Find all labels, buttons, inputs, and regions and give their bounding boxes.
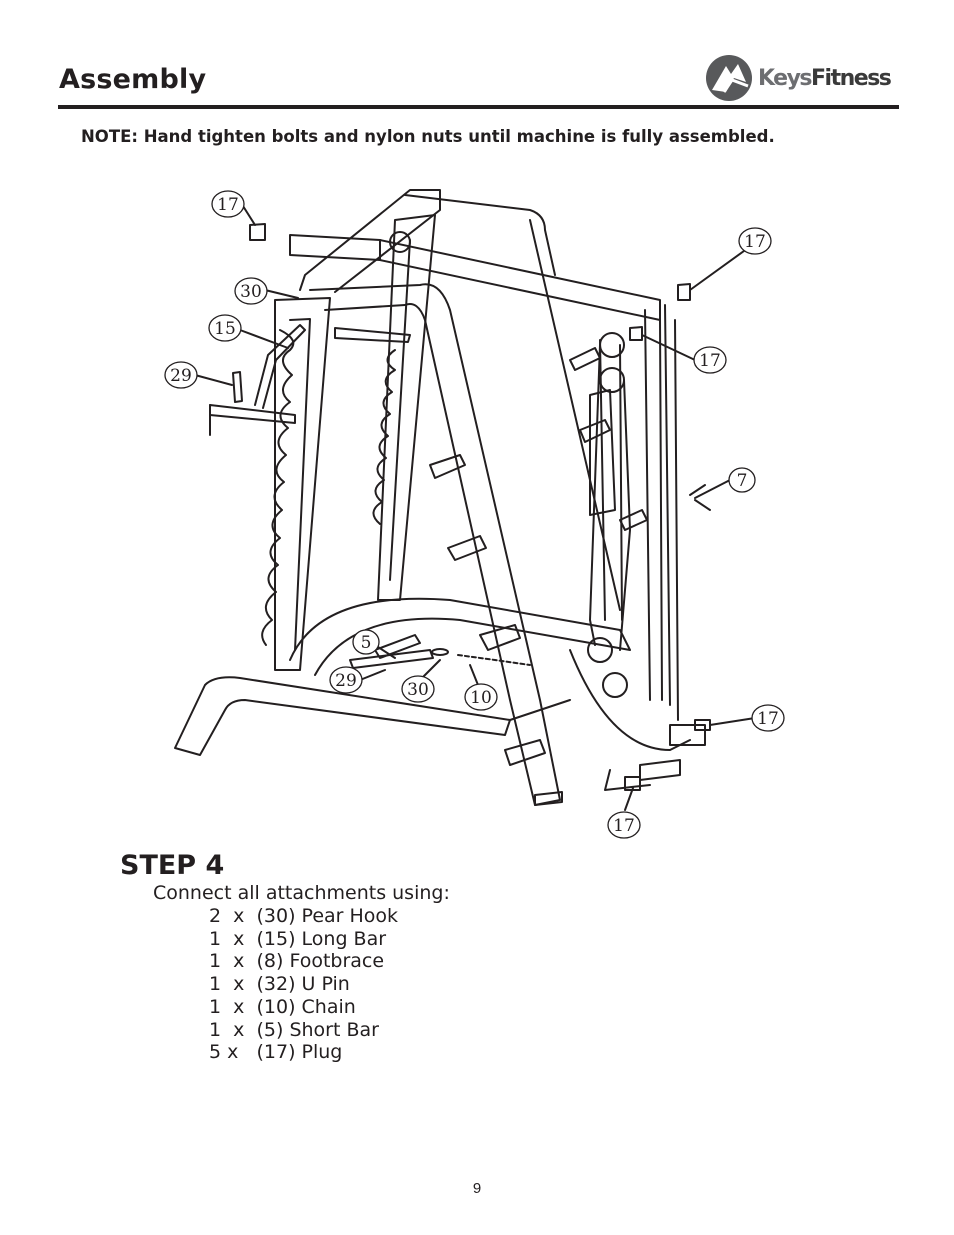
parts-list-item: 1 x (10) Chain (209, 995, 356, 1018)
svg-text:17: 17 (217, 195, 239, 215)
page-title: Assembly (59, 64, 207, 95)
svg-text:7: 7 (737, 471, 748, 491)
svg-text:15: 15 (214, 319, 236, 339)
callout-7-right: 7 (728, 467, 756, 493)
callout-30-left: 30 (234, 277, 268, 305)
svg-text:17: 17 (699, 351, 721, 371)
svg-text:30: 30 (407, 680, 429, 700)
callout-17-top-right: 17 (738, 227, 772, 255)
assembly-diagram: 17 30 15 29 17 17 7 5 (150, 180, 800, 845)
callout-17-top-left: 17 (211, 190, 245, 218)
svg-text:10: 10 (470, 688, 492, 708)
callout-17-right-upper: 17 (693, 346, 727, 374)
svg-text:17: 17 (744, 232, 766, 252)
callout-15-left: 15 (208, 314, 242, 342)
parts-list: 2 x (30) Pear Hook 1 x (15) Long Bar 1 x… (209, 905, 398, 1064)
assembly-diagram-drawing: 17 30 15 29 17 17 7 5 (164, 189, 785, 839)
step-title: STEP 4 (120, 850, 225, 881)
callout-17-bottom: 17 (607, 811, 641, 839)
callout-10-center: 10 (464, 683, 498, 711)
svg-text:29: 29 (335, 671, 357, 691)
logo-word-keys: Keys (758, 66, 813, 91)
parts-list-item: 5 x (17) Plug (209, 1041, 343, 1064)
parts-list-item: 1 x (5) Short Bar (209, 1018, 379, 1041)
parts-list-item: 1 x (15) Long Bar (209, 927, 387, 950)
callout-29-center: 29 (329, 666, 363, 694)
parts-list-item: 1 x (8) Footbrace (209, 950, 385, 973)
svg-text:5: 5 (361, 633, 372, 653)
step-intro: Connect all attachments using: (153, 882, 450, 904)
callout-29-left: 29 (164, 361, 198, 389)
keys-fitness-logo: KeysFitness (704, 52, 904, 104)
callout-17-right-lower: 17 (751, 704, 785, 732)
parts-list-item: 1 x (32) U Pin (209, 973, 350, 996)
assembly-note: NOTE: Hand tighten bolts and nylon nuts … (81, 127, 775, 146)
header-rule (58, 105, 899, 109)
callout-5-center: 5 (352, 629, 380, 655)
svg-text:17: 17 (613, 816, 635, 836)
parts-list-item: 2 x (30) Pear Hook (209, 905, 399, 927)
logo-word-fitness: Fitness (811, 66, 892, 91)
page-number: 9 (472, 1180, 482, 1197)
callout-30-center: 30 (401, 675, 435, 703)
svg-text:17: 17 (757, 709, 779, 729)
keys-fitness-logo-icon (706, 55, 752, 101)
logo-wordmark: KeysFitness (758, 66, 892, 91)
svg-text:29: 29 (170, 366, 192, 386)
svg-text:30: 30 (240, 282, 262, 302)
